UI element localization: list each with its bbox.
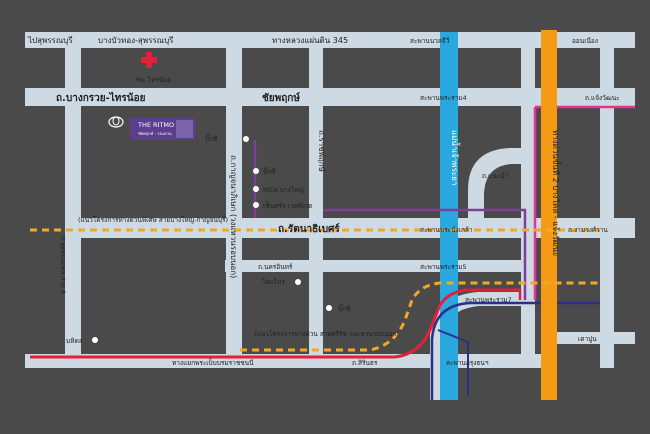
label-big-c-3: บิ๊กซี	[338, 304, 351, 313]
road-bangkruai	[25, 88, 635, 106]
label-rattanathibet: ถ.รัตนาธิเบศร์	[278, 223, 340, 235]
route-purple	[323, 208, 527, 300]
label-hospital: รพ. ไทรน้อย	[136, 76, 171, 84]
road-curve-bridge	[468, 148, 521, 218]
label-top-right: ออนเนือง	[572, 37, 598, 45]
logo-title: THE RITMO	[137, 121, 174, 129]
road-kanchanaphisek	[226, 32, 242, 368]
label-big-c-1: บิ๊กซี	[205, 134, 218, 143]
chao-phraya-river	[440, 32, 458, 400]
label-expressway2: ทางด่วนขั้นที่ 2 บางโคล่ - แจ้งวัฒนะ	[551, 130, 562, 256]
label-chao-phraya: แม่น้ำเจ้าพระยา	[450, 130, 461, 185]
label-homepro: โฮมโปร	[262, 278, 285, 286]
label-borommaratchachonnani: ทางแยกพระเบ็บบรมราชชนนี	[172, 358, 254, 367]
white-dot-icon	[253, 202, 259, 208]
hospital-marker	[141, 52, 157, 68]
white-dot-icon	[92, 337, 98, 343]
label-top-left: ไปสุพรรณบุรี	[27, 36, 73, 45]
white-dot-icon	[243, 136, 249, 142]
label-top-hwy: ทางหลวงแผ่นดิน 345	[272, 36, 348, 45]
logo-subtitle: ชัยพฤกษ์ - วงแหวน	[138, 131, 172, 136]
label-kanchanaphisek: ถ.กาญจนาภิเษก (วงแหวนรอบนอก)	[229, 155, 238, 278]
toyota-logo-icon	[108, 116, 124, 128]
label-orange-project: (แนวโครงการทางด่วน สายศรีรัช-วงแหวนรอบนอ…	[254, 330, 399, 338]
white-dot-icon	[253, 186, 259, 192]
label-big-c-2: บิ๊กซี	[263, 167, 276, 176]
route-navy-branch	[437, 329, 469, 395]
white-dot-icon	[295, 279, 301, 285]
label-top-bridge: สะพานนวลจีวี	[410, 37, 450, 45]
road-kiak-kai	[550, 332, 635, 344]
road-right-2	[600, 32, 614, 368]
route-navy	[430, 301, 600, 400]
label-nakhon-in: ถ.นครอินทร์	[258, 263, 293, 271]
label-purple-project: (แนวโครงการทางด่วนพิเศษ สายบางใหญ่-กาญจน…	[78, 216, 228, 224]
label-chaiyaphruek: ชัยพฤกษ์	[262, 92, 300, 104]
expressway-orange	[541, 30, 557, 400]
road-top	[25, 32, 635, 48]
label-sirindhorn: ถ.สิรินธร	[352, 359, 378, 367]
label-kiak-kai: เตาปูน	[578, 335, 597, 343]
label-makro: มหิดล	[66, 337, 83, 345]
label-ngam-link: ถ.แนะนำ	[482, 172, 509, 180]
project-logo	[130, 118, 195, 140]
label-ngamwongwan: ถ.งามวงศ์วาน	[568, 226, 608, 234]
label-ratchaphruek: ถ.ราชพฤกษ์	[317, 130, 327, 172]
label-rama4-bridge: สะพานพระราม4	[420, 94, 467, 102]
label-rama7: สะพานพระราม7	[465, 296, 512, 304]
label-phutthamonthon: ถ.พุทธมณฑล สาย 4	[59, 236, 67, 294]
label-chaengwattana: ถ.แจ้งวัฒนะ	[585, 94, 620, 102]
label-rama5: สะพานพระราม5	[420, 263, 467, 271]
road-right-1	[521, 48, 535, 368]
label-pinklao-bridge: สะพานกรุงธนฯ	[446, 359, 489, 367]
white-dot-icon	[326, 305, 332, 311]
label-central: เซ็นทรัล เวสต์เกต	[263, 201, 312, 210]
road-ratchaphruek	[309, 32, 323, 368]
road-left-vertical	[65, 32, 81, 368]
label-ikea: IKEA บางใหญ่	[263, 186, 304, 194]
label-bangkruai: ถ.บางกรวย-ไทรน้อย	[56, 91, 146, 104]
label-top-mid: บางบัวทอง-สุพรรณบุรี	[98, 36, 174, 45]
white-dot-icon	[253, 168, 259, 174]
label-phranangklao: สะพานพระนั่งเกล้า	[420, 225, 473, 234]
route-red	[30, 288, 520, 359]
road-rattanathibet	[65, 218, 635, 238]
